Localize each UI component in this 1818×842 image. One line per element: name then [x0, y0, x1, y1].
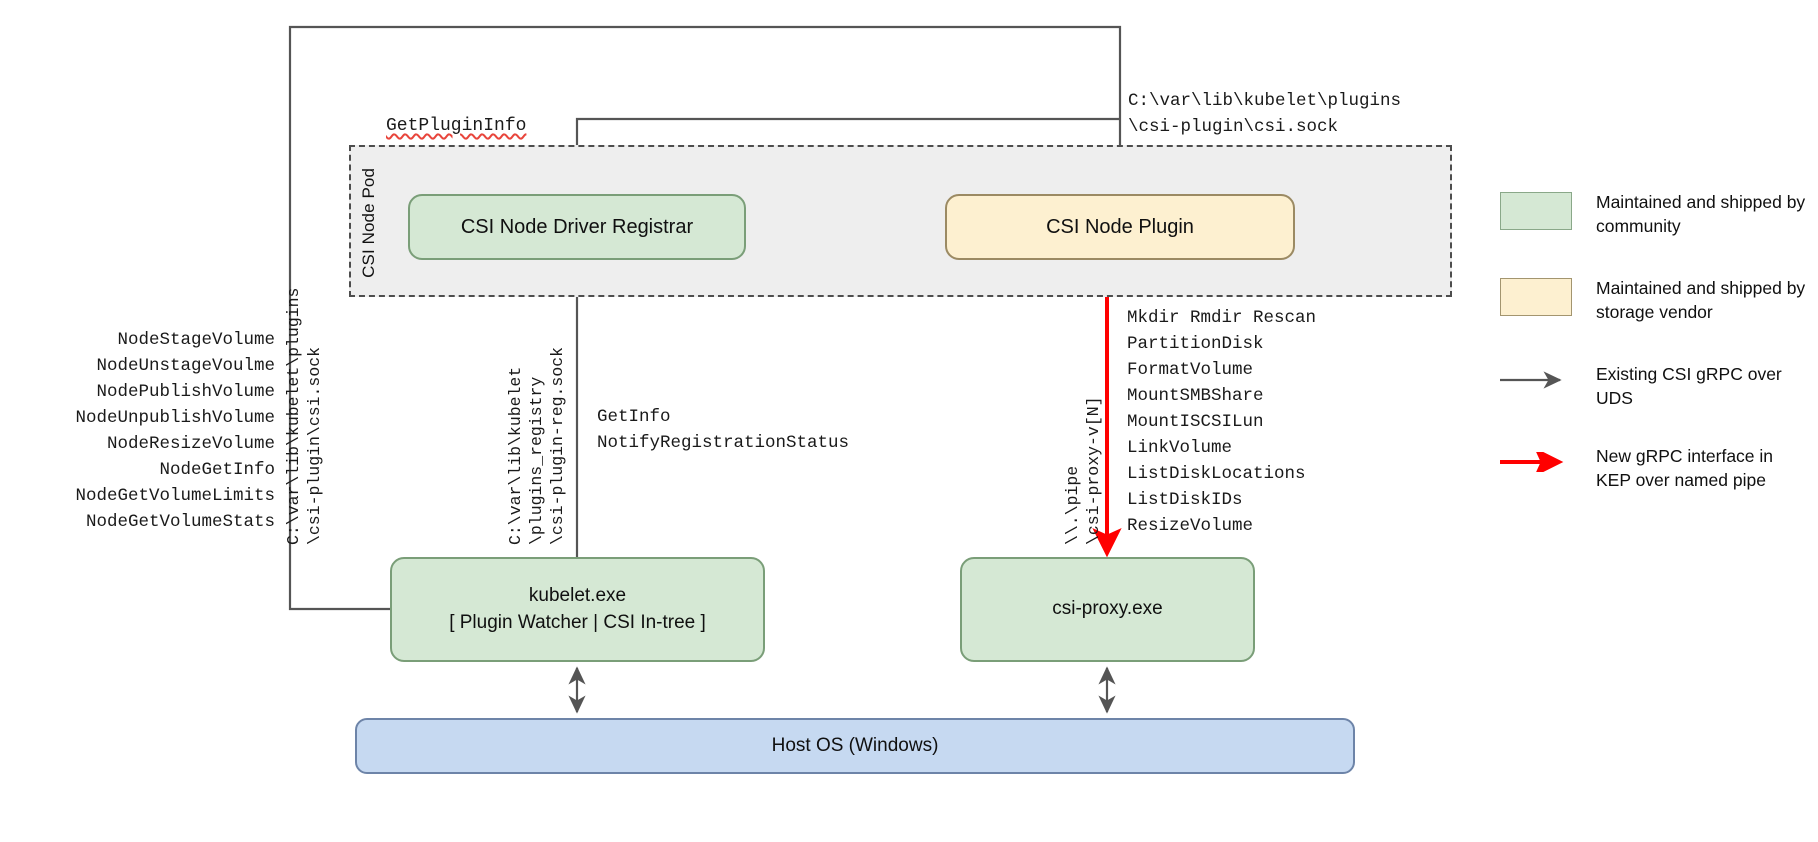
legend-item-new-grpc: New gRPC interface in KEP over named pip… [1500, 444, 1810, 492]
legend-swatch-green-icon [1500, 192, 1572, 230]
csi-proxy-label: csi-proxy.exe [1052, 598, 1163, 620]
legend: Maintained and shipped by community Main… [1500, 190, 1810, 526]
node-csi-proxy-exe[interactable]: csi-proxy.exe [960, 557, 1255, 662]
label-node-service-api-list: NodeStageVolume NodeUnstageVoulme NodePu… [75, 330, 275, 532]
node-csi-node-plugin[interactable]: CSI Node Plugin [945, 194, 1295, 260]
label-vertical-named-pipe-path: \\.\pipe \csi-proxy-v[N] [1063, 396, 1103, 545]
legend-item-vendor: Maintained and shipped by storage vendor [1500, 276, 1810, 324]
label-vertical-plugins-registry-path: C:\var\lib\kubelet \plugins_registry \cs… [506, 346, 567, 545]
node-host-os[interactable]: Host OS (Windows) [355, 718, 1355, 774]
node-registrar-label: CSI Node Driver Registrar [460, 215, 694, 238]
legend-item-existing-grpc: Existing CSI gRPC over UDS [1500, 362, 1810, 410]
label-vertical-csi-plugin-sock-path: C:\var\lib\kubelet\plugins \csi-plugin\c… [284, 287, 324, 545]
kubelet-title: kubelet.exe [528, 584, 627, 606]
label-csi-proxy-api-list: Mkdir Rmdir Rescan PartitionDisk FormatV… [1127, 308, 1317, 536]
legend-red-arrow-icon [1500, 447, 1572, 480]
legend-swatch-yellow-icon [1500, 278, 1572, 316]
legend-gray-arrow-icon [1500, 370, 1572, 398]
legend-item-community: Maintained and shipped by community [1500, 190, 1810, 238]
legend-label-community: Maintained and shipped by community [1596, 192, 1806, 236]
label-csi-sock-path-top: C:\var\lib\kubelet\plugins \csi-plugin\c… [1128, 91, 1402, 137]
legend-label-existing-grpc: Existing CSI gRPC over UDS [1596, 364, 1782, 408]
legend-label-new-grpc: New gRPC interface in KEP over named pip… [1596, 446, 1774, 490]
kubelet-subtitle: [ Plugin Watcher | CSI In-tree ] [449, 611, 706, 633]
csi-node-pod-label: CSI Node Pod [359, 168, 378, 278]
node-plugin-label: CSI Node Plugin [1046, 215, 1194, 238]
host-os-label: Host OS (Windows) [771, 734, 939, 756]
label-registration-api-list: GetInfo NotifyRegistrationStatus [597, 407, 850, 453]
node-csi-node-driver-registrar[interactable]: CSI Node Driver Registrar [408, 194, 746, 260]
node-kubelet-exe[interactable]: kubelet.exe [ Plugin Watcher | CSI In-tr… [390, 557, 765, 662]
label-get-plugin-info: GetPluginInfo [386, 116, 527, 136]
legend-label-vendor: Maintained and shipped by storage vendor [1596, 278, 1806, 322]
